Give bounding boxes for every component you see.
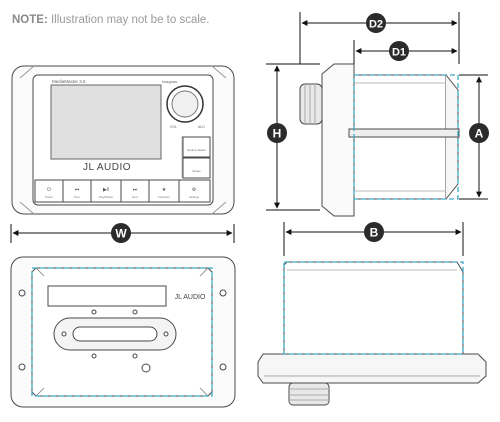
rear-cutout-outline [31, 267, 213, 397]
h-label: H [273, 127, 282, 141]
d2-label: D2 [369, 19, 383, 31]
side-depth-outline [353, 74, 459, 200]
top-knob-knurl [289, 388, 329, 401]
model-label: MediaMaster 3.5 [52, 79, 86, 84]
w-label: W [115, 227, 127, 241]
brand-label: bluegrass [162, 80, 177, 84]
a-dimension: A [459, 74, 489, 200]
width-dimension: W [10, 223, 235, 243]
settings-button [178, 179, 211, 203]
b-label: B [370, 226, 379, 240]
front-logo: JL AUDIO [83, 162, 131, 173]
height-dimension: H [266, 63, 320, 211]
bottom-button-row [34, 179, 211, 203]
side-body-lines [354, 82, 446, 192]
play-pause-label: Play/Pause [99, 195, 114, 199]
rear-screws [61, 309, 169, 359]
rear-housing-corners [35, 267, 209, 397]
disclaimer-note: NOTE: Illustration may not be to scale. [12, 14, 210, 26]
a-label: A [475, 127, 484, 141]
rear-label-area [47, 285, 167, 307]
note-prefix: NOTE: [12, 14, 48, 26]
b-marker [364, 222, 384, 242]
top-bezel [257, 353, 487, 384]
settings-label: Settings [189, 195, 200, 199]
rear-hole-bl [18, 363, 26, 371]
top-width-outline [283, 261, 464, 355]
knob-minus-label: VOL [170, 125, 177, 129]
bezel-chamfers [19, 65, 227, 215]
mounting-bracket [348, 128, 460, 138]
front-view: MediaMaster 3.5 bluegrass VOL ADJ JL AUD… [11, 65, 235, 215]
rear-hole-br [219, 363, 227, 371]
zones-button [182, 157, 211, 179]
source-button [182, 136, 211, 158]
a-marker [469, 123, 489, 143]
power-label: Power [45, 195, 53, 199]
next-label: Next [132, 195, 138, 199]
side-bezel [321, 63, 355, 217]
rear-hole-tr [219, 289, 227, 297]
d1-label: D1 [392, 47, 406, 59]
knob-plus-label: ADJ [198, 125, 205, 129]
side-view [299, 63, 460, 217]
d1-marker [389, 41, 409, 61]
prev-label: Prev [74, 195, 80, 199]
favorites-label: Favorites [158, 195, 170, 199]
rear-logo: JL AUDIO [175, 294, 206, 301]
rear-view: JL AUDIO [10, 256, 236, 408]
prev-icon: ⏮ [75, 187, 80, 193]
power-icon: ⏻ [47, 187, 51, 193]
volume-knob [171, 90, 199, 118]
rear-vent-hole [141, 363, 151, 373]
side-knob [299, 83, 323, 125]
top-knob [288, 382, 330, 406]
display-screen [50, 84, 162, 160]
d1-dimension: D1 [353, 40, 458, 64]
w-marker [111, 223, 131, 243]
settings-icon: ⚙ [192, 187, 197, 193]
knob-knurl [304, 84, 316, 124]
source-button-label: Source Select [187, 148, 206, 152]
rear-hole-tl [18, 289, 26, 297]
note-text: Illustration may not be to scale. [47, 14, 210, 26]
rear-connector-slot [72, 326, 158, 342]
b-dimension: B [283, 222, 464, 256]
play-pause-icon: ▶‖ [103, 187, 109, 193]
top-body [283, 261, 464, 355]
d2-marker [366, 13, 386, 33]
next-icon: ⏭ [133, 187, 138, 193]
top-view [257, 261, 487, 406]
zones-button-label: Zones [192, 169, 201, 173]
h-marker [267, 123, 287, 143]
d2-dimension: D2 [299, 12, 460, 64]
favorites-icon: ★ [162, 187, 167, 193]
